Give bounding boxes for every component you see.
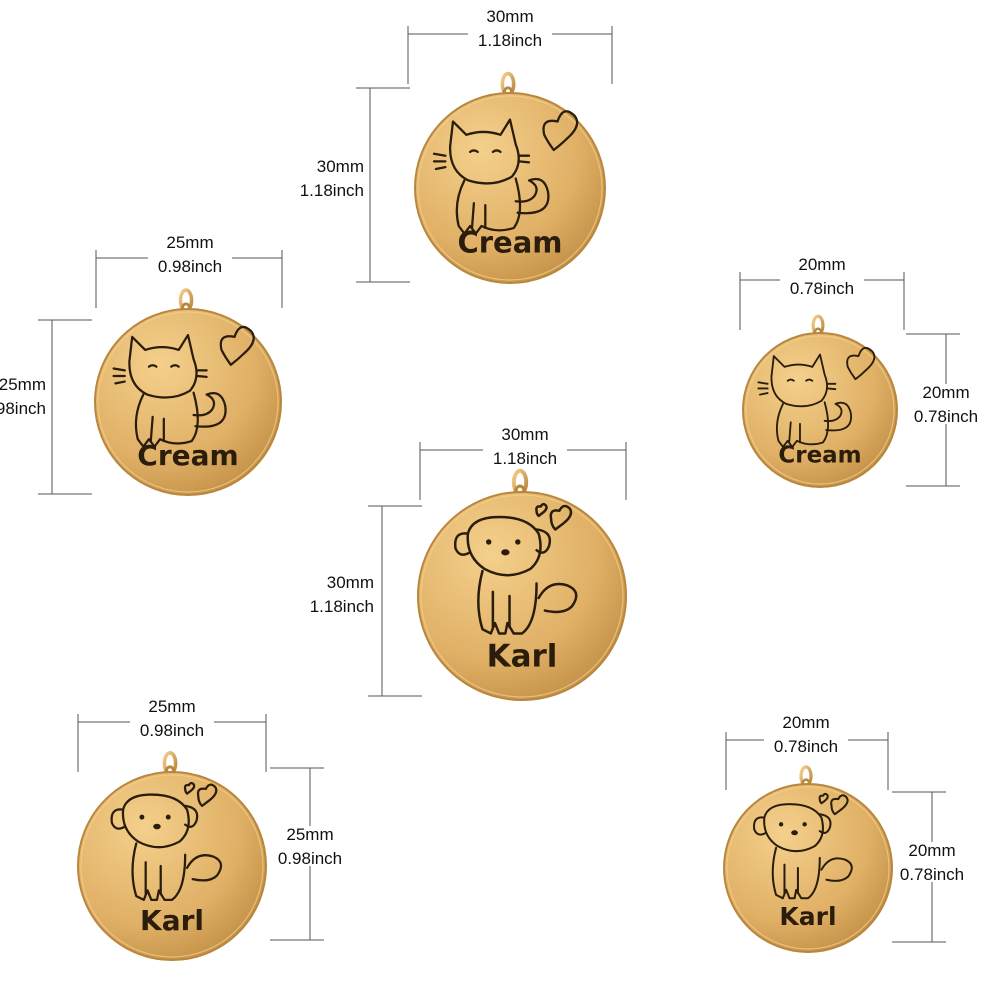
disc-rim-highlight (417, 95, 603, 281)
width-inch-label: 0.78inch (774, 737, 838, 756)
height-inch-label: 0.78inch (900, 865, 964, 884)
width-mm-label: 20mm (798, 255, 845, 274)
disc-rim-highlight (80, 774, 264, 958)
width-mm-label: 25mm (148, 697, 195, 716)
height-mm-label: 20mm (922, 383, 969, 402)
width-label-bg (764, 714, 848, 754)
disc-rim-highlight (420, 494, 624, 698)
engraved-name: Cream (137, 439, 238, 472)
height-mm-label: 25mm (286, 825, 333, 844)
height-inch-label: 0.98inch (0, 399, 46, 418)
gold-disc (742, 332, 898, 488)
height-inch-label: 1.18inch (310, 597, 374, 616)
engraved-name: Karl (487, 639, 558, 675)
height-label-bg (904, 384, 988, 424)
height-mm-label: 20mm (908, 841, 955, 860)
height-mm-label: 25mm (0, 375, 46, 394)
width-label-bg (148, 234, 232, 274)
disc-rim-highlight (745, 335, 895, 485)
height-label-bg (268, 826, 352, 866)
width-inch-label: 0.78inch (790, 279, 854, 298)
width-inch-label: 0.98inch (158, 257, 222, 276)
disc-rim-highlight (97, 311, 279, 493)
width-inch-label: 1.18inch (478, 31, 542, 50)
height-mm-label: 30mm (327, 573, 374, 592)
gold-disc (77, 771, 267, 961)
width-inch-label: 0.98inch (140, 721, 204, 740)
width-label-bg (780, 256, 864, 296)
width-inch-label: 1.18inch (493, 449, 557, 468)
width-mm-label: 20mm (782, 713, 829, 732)
engraved-name: Cream (457, 226, 562, 260)
gold-disc (414, 92, 606, 284)
gold-disc (723, 783, 893, 953)
disc-rim-highlight (726, 786, 890, 950)
width-mm-label: 25mm (166, 233, 213, 252)
height-mm-label: 30mm (317, 157, 364, 176)
width-label-bg (468, 8, 552, 48)
engraved-name: Cream (778, 442, 861, 468)
height-label-bg (280, 158, 366, 198)
engraved-name: Karl (779, 902, 836, 931)
gold-disc (94, 308, 282, 496)
width-mm-label: 30mm (501, 425, 548, 444)
height-label-bg (290, 574, 376, 614)
gold-disc (417, 491, 627, 701)
height-inch-label: 0.78inch (914, 407, 978, 426)
width-mm-label: 30mm (486, 7, 533, 26)
height-inch-label: 1.18inch (300, 181, 364, 200)
height-inch-label: 0.98inch (278, 849, 342, 868)
width-label-bg (130, 698, 214, 738)
height-label-bg (890, 842, 974, 882)
engraved-name: Karl (140, 904, 204, 937)
width-label-bg (483, 426, 567, 466)
height-label-bg (0, 376, 48, 416)
